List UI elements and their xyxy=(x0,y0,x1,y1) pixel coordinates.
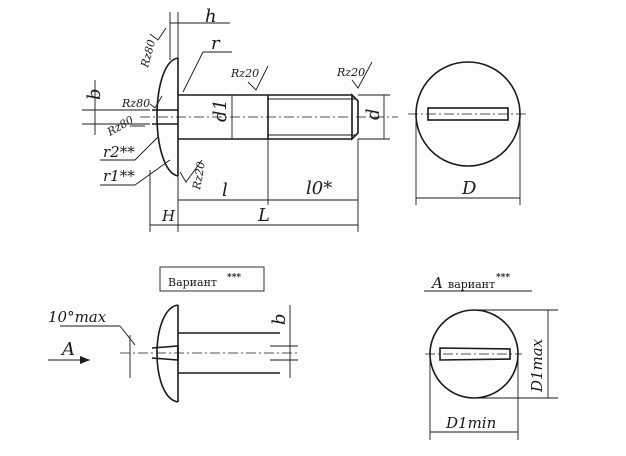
variant-tapered-slot xyxy=(151,345,179,361)
bolt-end-view: D xyxy=(408,61,528,205)
angle-leader-line xyxy=(119,325,136,346)
H-label: H xyxy=(161,207,176,225)
a-variant-slot xyxy=(439,347,511,361)
view-A-label: A xyxy=(60,339,75,360)
variant-head-dome xyxy=(156,304,179,403)
b-lower-label: b xyxy=(269,313,290,325)
rz20-thread-symbol xyxy=(351,61,373,89)
bolt-side-view: h r Rz80 b Rz80 Rz80 Rz20 Rz20 Rz20 d1 xyxy=(82,6,398,232)
r-leader-line xyxy=(182,51,204,93)
r1-label: r1** xyxy=(103,167,135,185)
rz20-under-label: Rz20 xyxy=(190,161,208,192)
variant-caption: Вариант xyxy=(168,276,217,289)
r2-label: r2** xyxy=(103,143,135,161)
rz80-head-label: Rz80 xyxy=(138,38,158,69)
a-variant-caption: вариант xyxy=(448,278,495,291)
rz80-slot-symbol-a xyxy=(149,95,163,109)
view-A-arrow-head xyxy=(80,356,90,364)
D1min-label: D1min xyxy=(445,414,496,432)
b-top-label: b xyxy=(84,88,105,100)
a-variant-letter: A xyxy=(430,274,443,292)
L-label: L xyxy=(257,205,270,226)
d1-label: d1 xyxy=(210,99,231,122)
thread-chamfer-end xyxy=(351,93,359,141)
variant-mark: *** xyxy=(227,273,241,283)
d-label: d xyxy=(363,108,384,120)
variant-side-view: Вариант *** 10°max A b xyxy=(48,266,300,403)
rz20-under-symbol xyxy=(179,159,203,183)
rz20-shank-symbol xyxy=(247,65,269,91)
variant-caption-frame xyxy=(159,266,265,292)
r2-leader-line xyxy=(134,136,159,161)
l0-label: l0* xyxy=(306,178,332,199)
rz20-thread-label: Rz20 xyxy=(336,66,365,79)
D1max-label: D1max xyxy=(528,338,546,393)
a-variant-mark: *** xyxy=(496,273,510,283)
rz80-head-symbol xyxy=(149,27,167,41)
D-label: D xyxy=(461,178,477,199)
h-label: h xyxy=(205,6,217,27)
a-variant-end-view: A вариант *** D1max D1min xyxy=(424,273,558,440)
l-label: l xyxy=(222,180,228,201)
angle-label: 10°max xyxy=(48,308,107,326)
rz80-slot-label-a: Rz80 xyxy=(121,97,150,110)
r1-leader-line xyxy=(134,159,171,186)
rz20-shank-label: Rz20 xyxy=(230,67,259,80)
bolt-head-dome xyxy=(156,57,179,177)
r-label: r xyxy=(211,33,221,54)
